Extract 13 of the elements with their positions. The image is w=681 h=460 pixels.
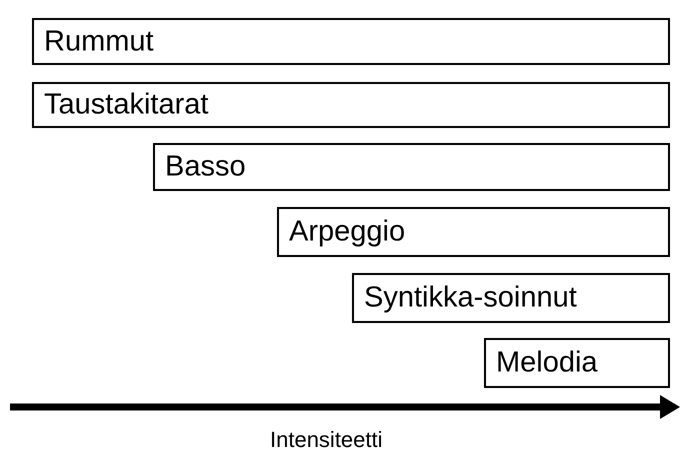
bar-box [32,18,670,65]
bar-label: Melodia [496,346,598,380]
axis-label: Intensiteetti [270,427,383,453]
bar-box [277,207,670,257]
bar-label: Arpeggio [289,216,406,248]
bar-label: Rummut [44,25,154,58]
bar-label: Taustakitarat [44,88,208,122]
bar-box [32,82,670,128]
bar-box [153,143,670,191]
bar-label: Syntikka-soinnut [364,282,577,314]
bar-label: Basso [165,150,246,184]
bar-box [352,273,670,323]
bar-box [484,338,670,388]
